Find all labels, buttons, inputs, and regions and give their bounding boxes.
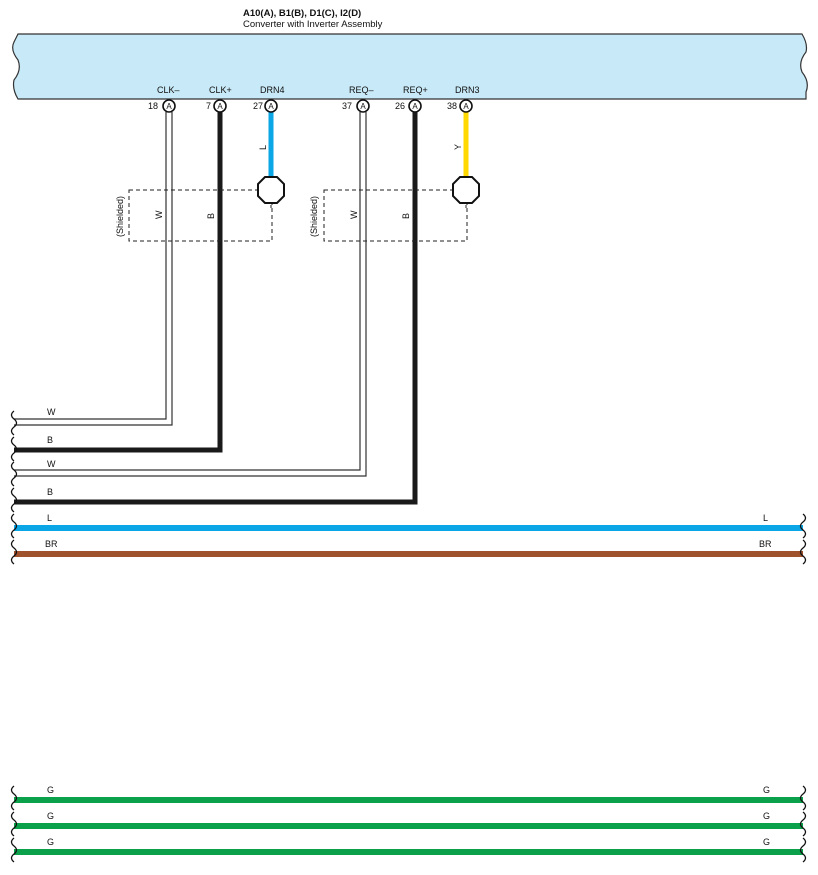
- shield-2-wire-label-b: B: [401, 213, 411, 219]
- pin-connector-req-plus: A: [412, 102, 418, 111]
- shield-box-1: [128, 189, 273, 242]
- left-break-marks: [10, 410, 18, 863]
- pin-terminals: A A A A A A: [162, 99, 473, 113]
- wire-label-left-8: G: [47, 811, 54, 821]
- wire-label-right-5: L: [763, 513, 768, 523]
- drain-color-label-y: Y: [453, 144, 463, 150]
- wire-clk-plus-black: [14, 112, 223, 453]
- component-subtitle: Converter with Inverter Assembly: [243, 19, 383, 30]
- pin-number-req-plus: 26: [395, 101, 405, 111]
- component-title: A10(A), B1(B), D1(C), I2(D): [243, 8, 361, 19]
- shield-1-wire-label-b: B: [206, 213, 216, 219]
- shield-2-wire-label-w: W: [349, 210, 359, 219]
- right-break-marks: [799, 513, 807, 863]
- pin-connector-drn4: A: [268, 102, 274, 111]
- wire-label-right-7: G: [763, 785, 770, 795]
- pin-connector-req-minus: A: [360, 102, 366, 111]
- wire-label-left-2: B: [47, 435, 53, 445]
- pin-connector-clk-plus: A: [217, 102, 223, 111]
- wire-label-left-6: BR: [45, 539, 58, 549]
- drain-terminal-octagon-2: [452, 176, 480, 204]
- pin-connector-clk-minus: A: [166, 102, 172, 111]
- pin-number-req-minus: 37: [342, 101, 352, 111]
- pin-number-clk-plus: 7: [206, 101, 211, 111]
- pin-name-clk-minus: CLK–: [157, 85, 180, 95]
- wire-label-left-1: W: [47, 407, 56, 417]
- shield-1-wire-label-w: W: [154, 210, 164, 219]
- wire-label-left-9: G: [47, 837, 54, 847]
- pin-name-req-plus: REQ+: [403, 85, 428, 95]
- pin-number-drn4: 27: [253, 101, 263, 111]
- component-body: [12, 33, 808, 100]
- pin-connector-drn3: A: [463, 102, 469, 111]
- drain-color-label-l: L: [258, 145, 268, 150]
- wire-label-right-9: G: [763, 837, 770, 847]
- wire-label-left-7: G: [47, 785, 54, 795]
- shield-box-2: [323, 189, 468, 242]
- wire-req-plus-black: [14, 112, 418, 505]
- drain-terminal-octagon-1: [257, 176, 285, 204]
- shield-label-2: (Shielded): [309, 196, 319, 237]
- pin-name-drn3: DRN3: [455, 85, 480, 95]
- wire-clk-minus-white: [14, 112, 173, 426]
- pin-number-drn3: 38: [447, 101, 457, 111]
- wire-label-right-6: BR: [759, 539, 772, 549]
- pin-name-drn4: DRN4: [260, 85, 285, 95]
- wire-label-left-3: W: [47, 459, 56, 469]
- pin-name-clk-plus: CLK+: [209, 85, 232, 95]
- pin-name-req-minus: REQ–: [349, 85, 374, 95]
- pin-number-clk-minus: 18: [148, 101, 158, 111]
- wire-label-left-5: L: [47, 513, 52, 523]
- wire-label-left-4: B: [47, 487, 53, 497]
- wire-req-minus-white: [14, 112, 367, 477]
- shield-label-1: (Shielded): [115, 196, 125, 237]
- wire-label-right-8: G: [763, 811, 770, 821]
